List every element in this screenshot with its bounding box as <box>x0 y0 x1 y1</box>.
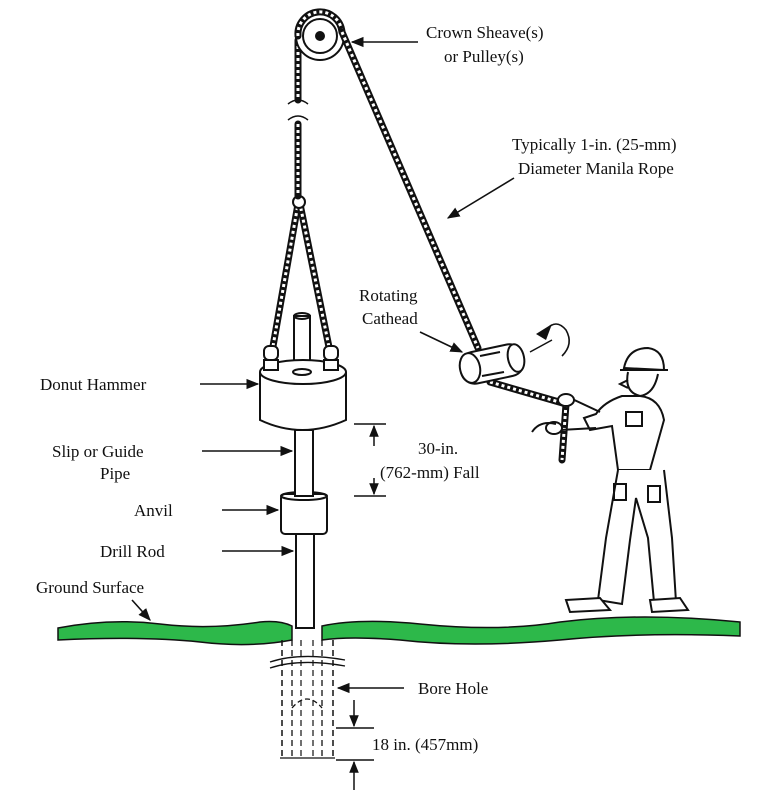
rotating-cathead <box>458 343 526 385</box>
donut-hammer <box>259 359 347 431</box>
anvil-label: Anvil <box>134 501 173 520</box>
ground-surface <box>57 616 741 646</box>
drill-rod-label: Drill Rod <box>100 542 165 561</box>
cathead-label: Rotating <box>359 286 418 305</box>
leader-arrows <box>131 36 515 694</box>
crown-sheave-label: Crown Sheave(s) <box>426 23 544 42</box>
rope-label: Typically 1-in. (25-mm) <box>512 135 677 154</box>
manila-rope <box>338 28 570 464</box>
rotation-arrow-icon <box>529 323 570 357</box>
fall-label-2: (762-mm) Fall <box>380 463 480 482</box>
depth-label: 18 in. (457mm) <box>372 735 478 754</box>
operator-figure <box>531 346 690 614</box>
rope-label-2: Diameter Manila Rope <box>518 159 674 178</box>
hammer-slings <box>263 195 339 371</box>
slip-pipe-label: Slip or Guide <box>52 442 144 461</box>
guide-pipe <box>294 429 314 497</box>
hoist-rope-vertical <box>287 36 309 200</box>
bore-hole <box>269 640 346 760</box>
depth-dimension <box>336 700 374 790</box>
crown-sheave-label-2: or Pulley(s) <box>444 47 524 66</box>
donut-hammer-label: Donut Hammer <box>40 375 147 394</box>
drill-rod <box>295 531 315 629</box>
fall-dimension <box>354 423 386 497</box>
slip-pipe-label-2: Pipe <box>100 464 130 483</box>
crown-sheave <box>294 8 346 61</box>
anvil <box>280 491 328 535</box>
fall-label: 30-in. <box>418 439 458 458</box>
bore-hole-label: Bore Hole <box>418 679 488 698</box>
ground-surface-label: Ground Surface <box>36 578 144 597</box>
cathead-label-2: Cathead <box>362 309 418 328</box>
